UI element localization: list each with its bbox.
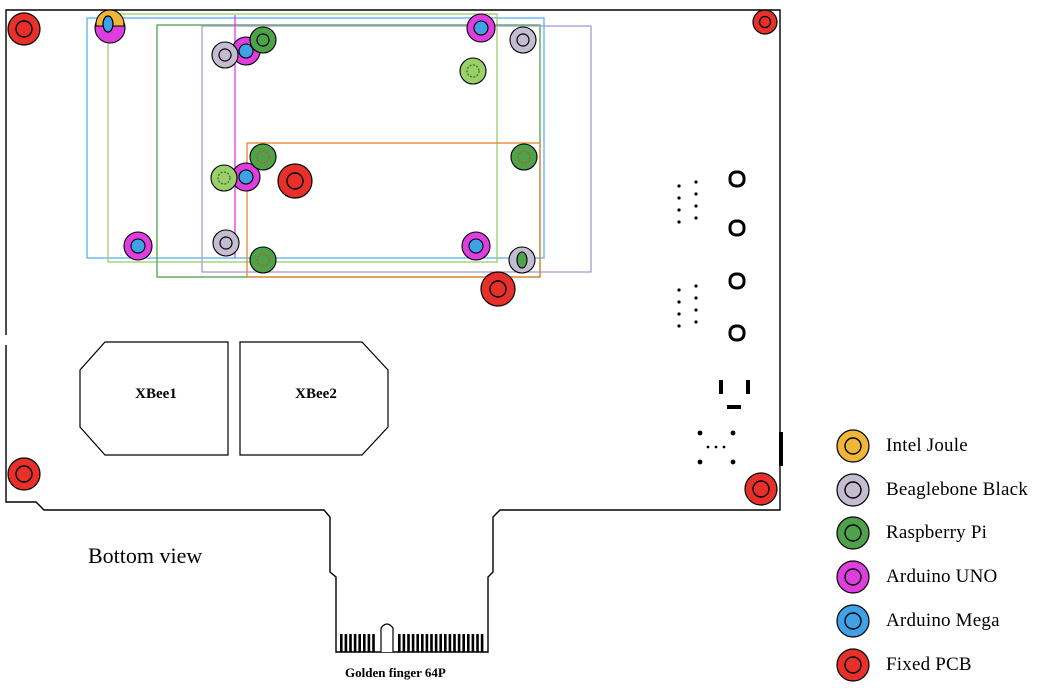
view-caption: Bottom view: [88, 543, 203, 568]
intel-joule-hole: [94, 9, 126, 44]
raspberry-pi-hole: [249, 143, 277, 171]
xbee2-label: XBee2: [295, 386, 337, 402]
legend-swatch-icon: [836, 648, 870, 682]
legend-swatch-icon: [836, 560, 870, 594]
arduino-mega-outline: [86, 17, 545, 259]
legend-item-intel-joule: Intel Joule: [834, 424, 1056, 468]
arduino-uno-hole: [466, 13, 496, 43]
fixed-pcb-outline: [246, 142, 541, 278]
mounting-holes: [7, 9, 778, 506]
raspberry-pi-hole: [249, 246, 277, 274]
fixed-pcb-hole: [7, 457, 41, 491]
intel-joule-hole: [210, 164, 238, 192]
legend-label: Fixed PCB: [886, 653, 972, 675]
legend-label: Intel Joule: [886, 434, 968, 456]
beaglebone-black-hole: [212, 229, 240, 257]
fixed-pcb-hole: [480, 271, 516, 307]
xbee1-label: XBee1: [135, 386, 177, 402]
connector-caption: Golden finger 64P: [345, 665, 446, 680]
raspberry-pi-hole: [510, 143, 538, 171]
fixed-pcb-hole: [744, 472, 778, 506]
raspberry-pi-hole: [249, 26, 277, 54]
arduino-uno-hole: [461, 231, 491, 261]
legend-item-beaglebone-black: Beaglebone Black: [834, 468, 1056, 512]
legend-item-raspberry-pi: Raspberry Pi: [834, 512, 1056, 556]
legend-label: Arduino UNO: [886, 566, 998, 588]
legend-label: Arduino Mega: [886, 610, 1000, 632]
fixed-pcb-hole: [752, 9, 778, 35]
beaglebone-black-outline: [201, 25, 592, 273]
intel-joule-hole: [459, 57, 487, 85]
fixed-pcb-hole: [277, 163, 313, 199]
pcb-outline: [5, 9, 781, 653]
golden-finger-pads: [340, 634, 484, 652]
fixed-pcb-hole: [7, 12, 41, 46]
legend-label: Raspberry Pi: [886, 522, 988, 544]
legend-swatch-icon: [836, 429, 870, 463]
beaglebone-black-hole: [211, 41, 239, 69]
beaglebone-black-hole: [509, 26, 537, 54]
beaglebone-black-hole: [508, 246, 536, 274]
legend-item-fixed-pcb: Fixed PCB: [834, 643, 1056, 687]
legend-swatch-icon: [836, 516, 870, 551]
arduino-uno-hole: [231, 162, 261, 192]
legend-item-arduino-uno: Arduino UNO: [834, 555, 1056, 599]
legend-label: Beaglebone Black: [886, 478, 1028, 500]
xbee2-module: [239, 341, 389, 456]
xbee1-module: [79, 341, 229, 456]
legend-item-arduino-mega: Arduino Mega: [834, 599, 1056, 643]
edge-connectors: [677, 170, 783, 466]
legend-swatch-icon: [836, 473, 870, 507]
arduino-uno-hole: [123, 231, 153, 261]
legend-swatch-icon: [836, 604, 870, 638]
intel-joule-outline: [107, 13, 498, 263]
